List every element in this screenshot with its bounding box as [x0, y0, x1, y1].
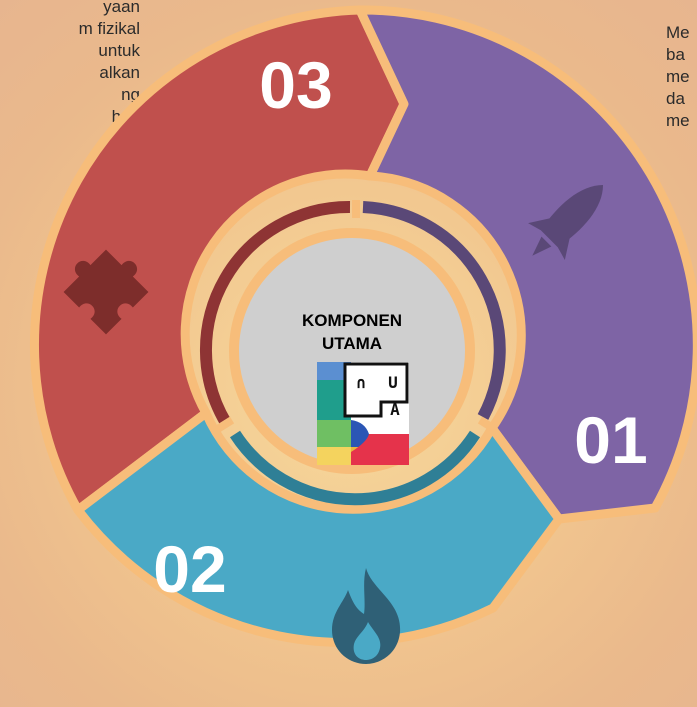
inner-ring-arc-02: [229, 430, 481, 506]
logo-letter-u: U: [388, 373, 398, 392]
segment-03: [30, 5, 409, 515]
inner-ring-arc-01: [362, 201, 506, 420]
puzzle-icon: [63, 249, 149, 335]
inner-ring-arc-03: [199, 200, 351, 427]
center-disc: [229, 228, 475, 474]
logo-letter-a: A: [390, 400, 400, 419]
inner-ring-gaps: [213, 200, 499, 434]
segment-number-03: 03: [259, 48, 332, 122]
center-title-line1: KOMPONEN: [302, 311, 402, 330]
right-description-text: Me ba me da me: [666, 23, 690, 130]
segment-01: [355, 5, 697, 524]
logo-letter-n: ∩: [356, 373, 366, 392]
rocket-icon: [528, 184, 604, 260]
segment-number-02: 02: [153, 532, 226, 606]
flame-icon: [332, 568, 401, 664]
segment-number-01: 01: [574, 403, 647, 477]
nua-logo: ∩ U A: [317, 362, 409, 465]
center-title-line2: UTAMA: [322, 334, 382, 353]
